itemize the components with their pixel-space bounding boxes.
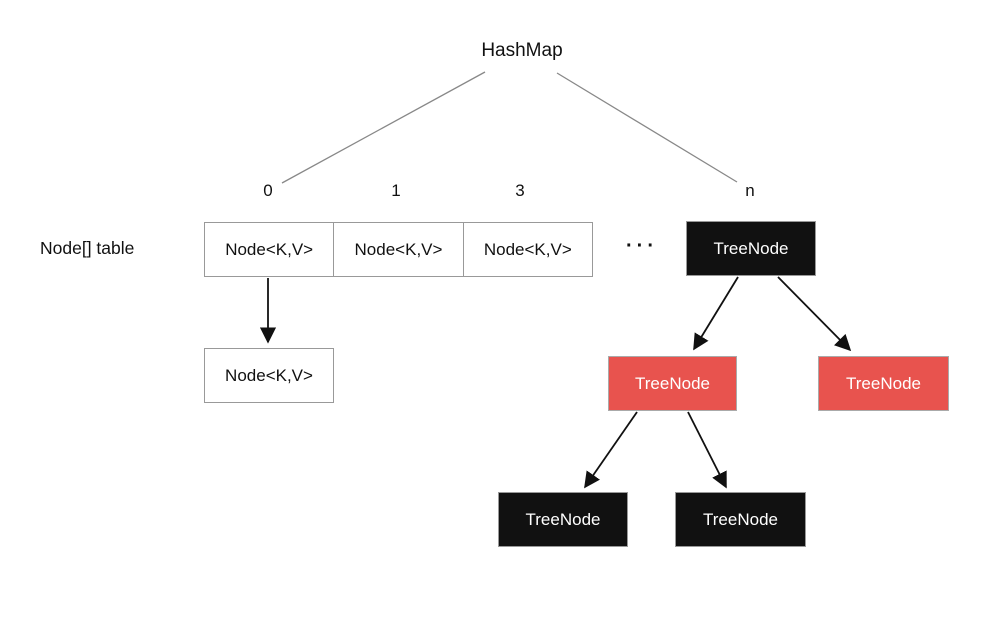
bucket-cell-3: Node<K,V>	[462, 223, 592, 276]
bucket-array: Node<K,V> Node<K,V> Node<K,V>	[204, 222, 593, 277]
bucket-index-1: 1	[391, 181, 401, 200]
treenode-left-right: TreeNode	[675, 492, 806, 547]
edge-hashmap-to-indexn	[556, 72, 738, 183]
bucket-cell-0: Node<K,V>	[225, 239, 314, 259]
edge-hashmap-to-index0	[281, 71, 486, 184]
overflow-node-box: Node<K,V>	[204, 348, 334, 403]
diagram-title: HashMap	[481, 40, 563, 61]
arrow-root-to-right-treenode	[777, 276, 852, 352]
treenode-root: TreeNode	[686, 221, 816, 276]
treenode-left-left: TreeNode	[498, 492, 628, 547]
bucket-cell-1: Node<K,V>	[333, 223, 462, 276]
bucket-index-n: n	[745, 181, 755, 200]
ellipsis-dots: ···	[626, 235, 658, 257]
table-array-label: Node[] table	[40, 238, 135, 258]
bucket-index-0: 0	[263, 181, 273, 200]
arrow-root-to-left-treenode	[693, 276, 739, 351]
arrow-left-treenode-to-leftleft	[584, 411, 638, 489]
treenode-left: TreeNode	[608, 356, 737, 411]
treenode-right: TreeNode	[818, 356, 949, 411]
bucket-index-3: 3	[515, 181, 525, 200]
arrow-left-treenode-to-leftright	[687, 411, 727, 489]
